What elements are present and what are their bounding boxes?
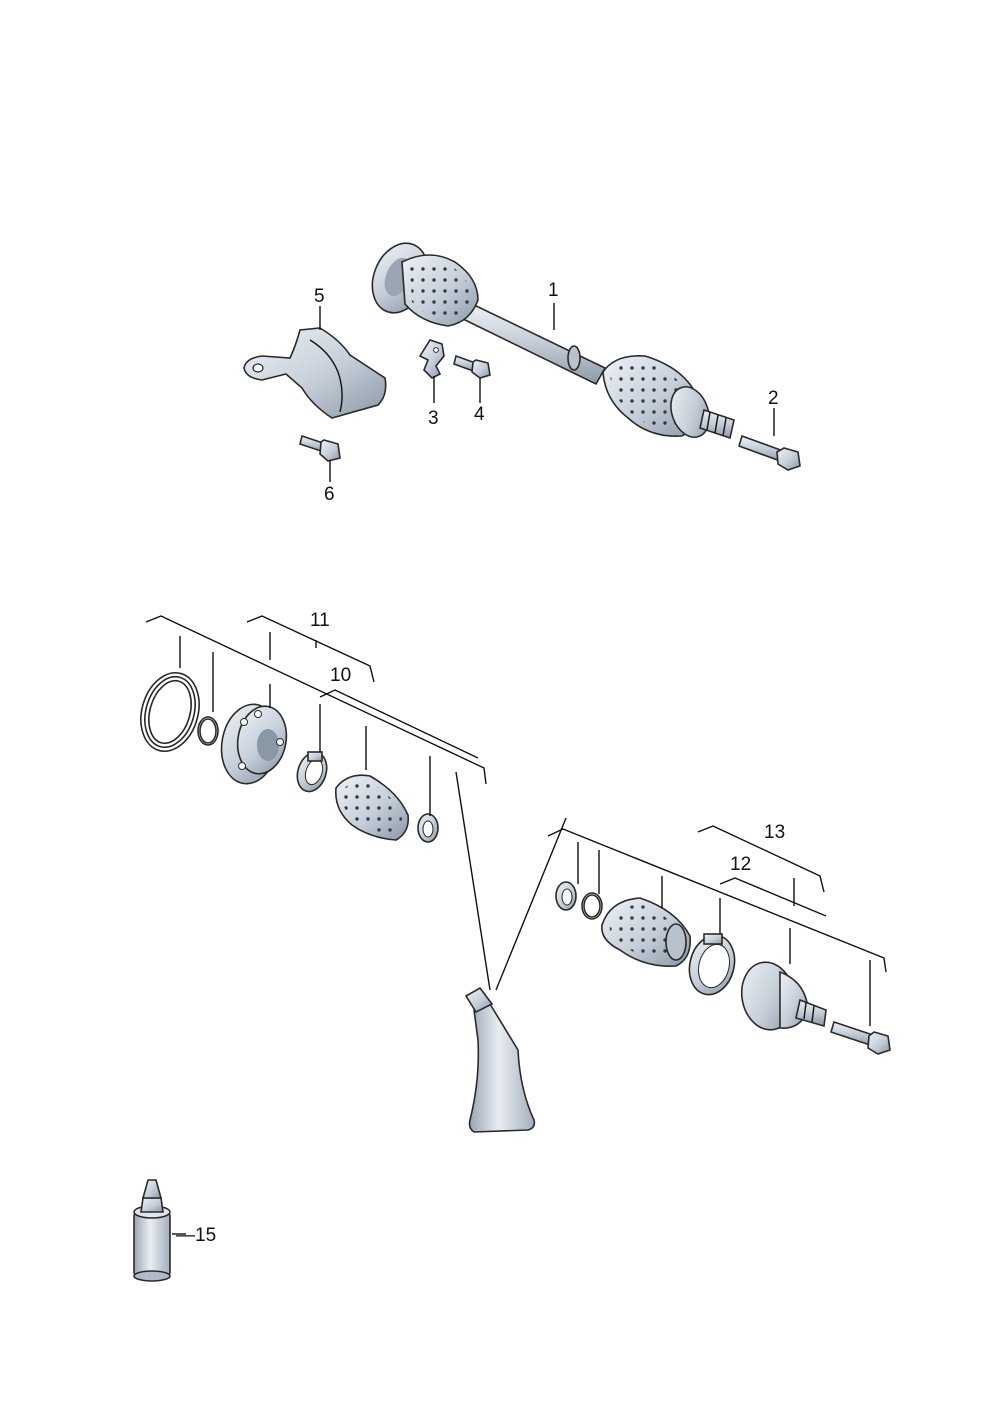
inner-joint-kit <box>140 671 439 843</box>
callout-5: 5 <box>314 286 325 307</box>
callout-labels: 1 2 3 4 5 6 11 10 13 12 —15 <box>176 280 785 1246</box>
outer-joint-kit <box>555 881 891 1055</box>
callout-4: 4 <box>474 404 485 425</box>
callout-15: —15 <box>176 1225 216 1246</box>
callout-2: 2 <box>768 388 779 409</box>
callout-11: 11 <box>310 610 330 631</box>
callout-3: 3 <box>428 408 439 429</box>
shaft-bolt <box>738 434 801 471</box>
grease-tube <box>464 986 536 1133</box>
shield-bolt <box>453 354 491 379</box>
callout-12: 12 <box>730 854 751 875</box>
callout-10: 10 <box>330 665 351 686</box>
drive-shaft-assembly <box>371 242 735 440</box>
callout-6: 6 <box>324 484 335 505</box>
bracket-bolt <box>299 434 341 462</box>
locking-plate <box>418 339 445 379</box>
heat-shield <box>243 327 387 419</box>
callout-13: 13 <box>764 822 785 843</box>
sealant-bottle <box>133 1179 171 1282</box>
leader-lines <box>145 303 887 1235</box>
callout-1: 1 <box>548 280 559 301</box>
